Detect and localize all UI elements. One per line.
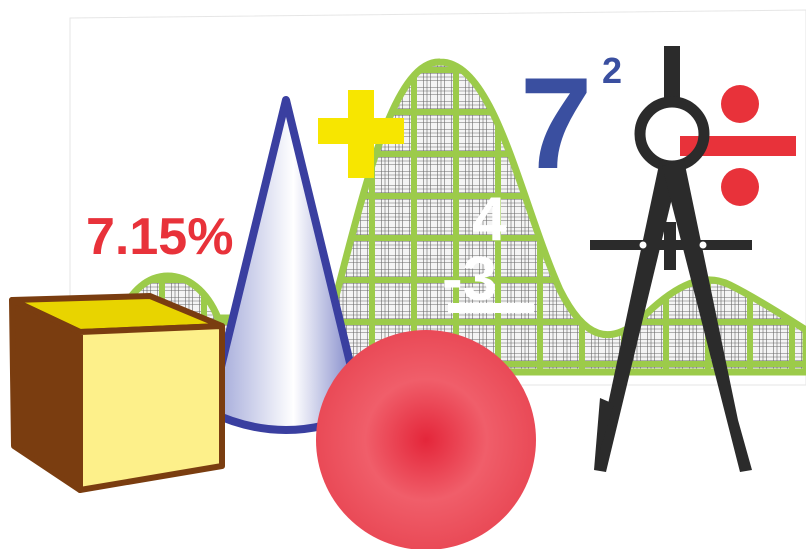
subtraction-bottom-number: -3	[442, 245, 497, 314]
subtraction-line	[448, 303, 534, 313]
compass-icon	[590, 46, 752, 472]
power-base: 7	[520, 50, 592, 196]
sphere-icon	[316, 330, 536, 549]
division-sign-icon	[680, 85, 796, 206]
cube-icon	[9, 293, 225, 493]
percent-label: 7.15%	[86, 208, 233, 266]
power-exponent: 2	[602, 50, 622, 91]
subtraction-top-number: 4	[472, 185, 507, 254]
plus-sign-icon	[318, 90, 404, 178]
